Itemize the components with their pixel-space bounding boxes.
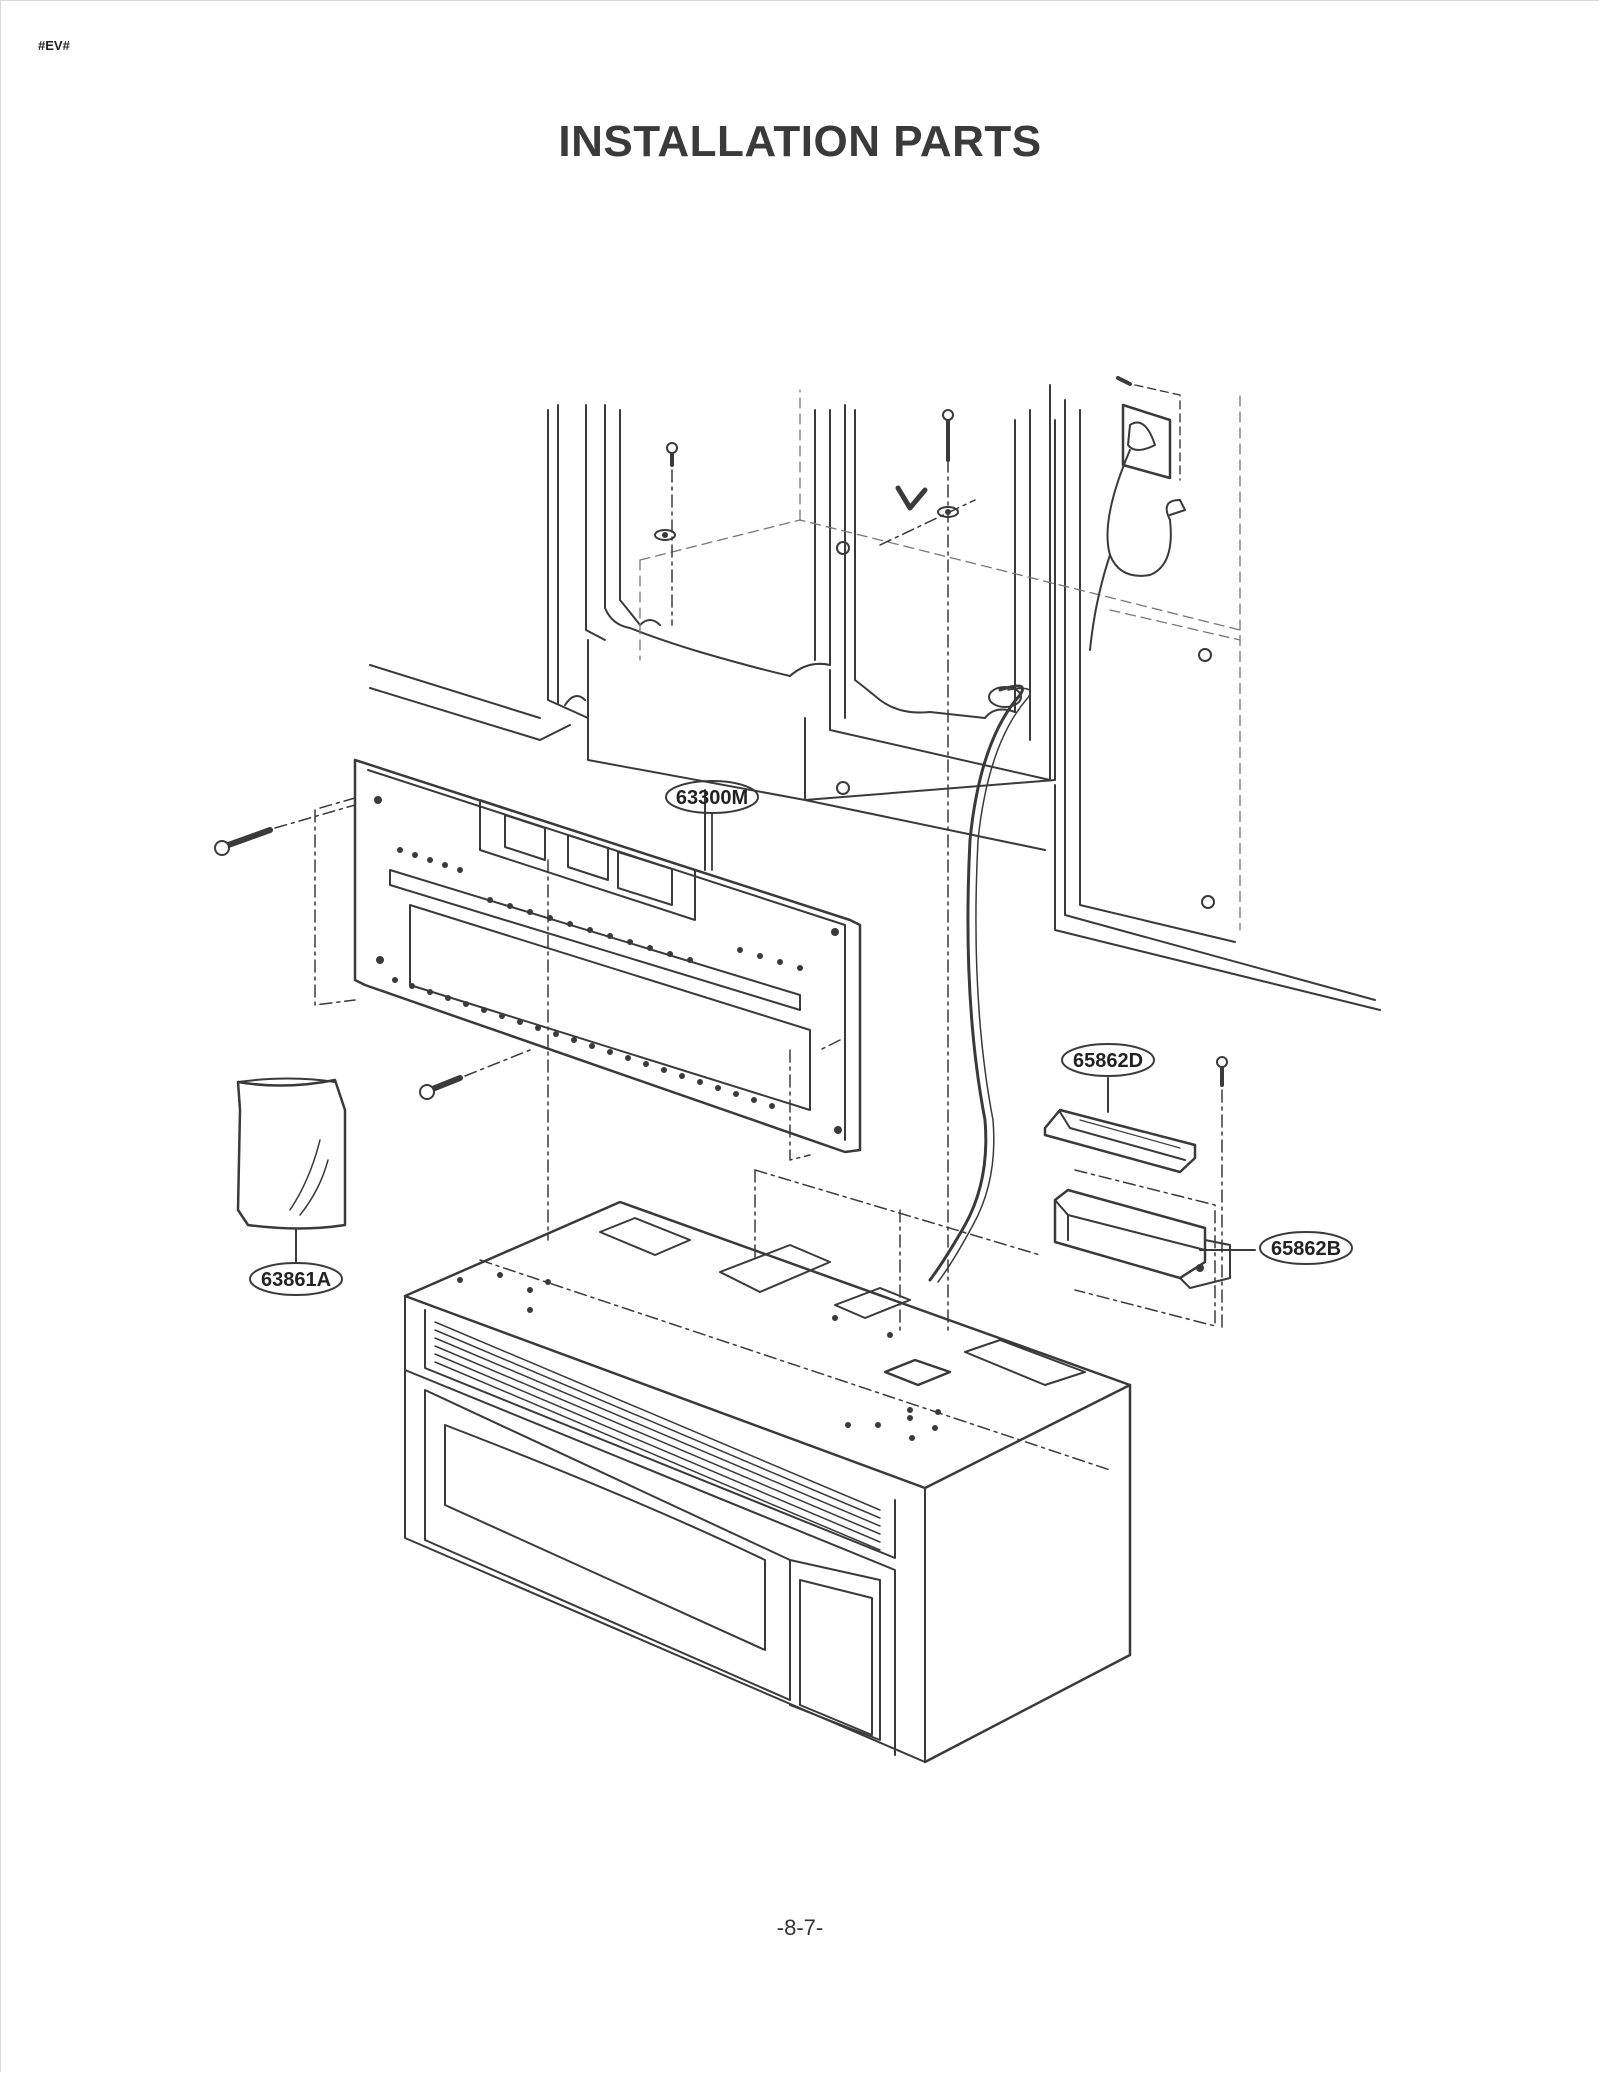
part-label-63300M: 63300M <box>665 780 759 871</box>
page-title: INSTALLATION PARTS <box>558 117 1042 166</box>
part-label-63861A: 63861A <box>249 1262 343 1296</box>
part-label-65862D: 65862D <box>1061 1043 1155 1077</box>
power-cord <box>928 684 1031 1283</box>
part-label-65862B: 65862B <box>1259 1231 1353 1265</box>
document-code: #EV# <box>38 38 70 53</box>
wall-cabinets <box>369 384 1381 1011</box>
microwave-oven <box>403 1169 1132 1764</box>
microwave-holes <box>457 1272 941 1441</box>
plate-holes <box>374 796 842 1134</box>
exhaust-damper <box>1043 1056 1256 1331</box>
microwave-vents <box>434 1321 881 1551</box>
page-number: -8-7- <box>776 1915 824 1940</box>
svg-text:63861A: 63861A <box>261 1269 331 1291</box>
svg-text:65862B: 65862B <box>1271 1238 1341 1260</box>
mounting-plate <box>214 758 862 1241</box>
top-screws <box>654 376 1186 1331</box>
charcoal-filter <box>236 1077 347 1263</box>
svg-text:63300M: 63300M <box>676 787 748 809</box>
svg-text:65862D: 65862D <box>1073 1050 1143 1072</box>
